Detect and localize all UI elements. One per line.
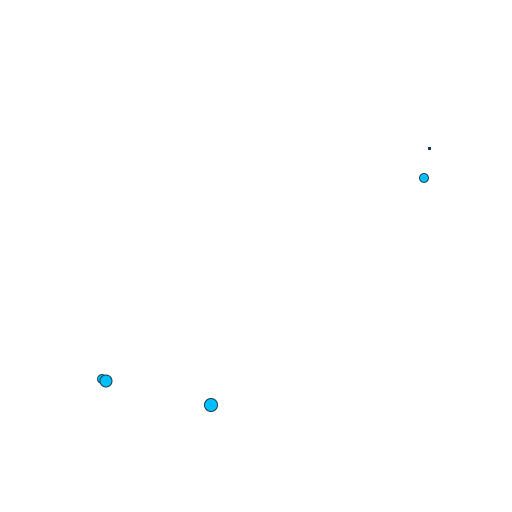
marker-tiny-top-right	[428, 147, 431, 150]
marker-small-right	[419, 173, 429, 183]
marker-left-b	[99, 374, 113, 388]
marker-bottom-center	[204, 398, 218, 412]
